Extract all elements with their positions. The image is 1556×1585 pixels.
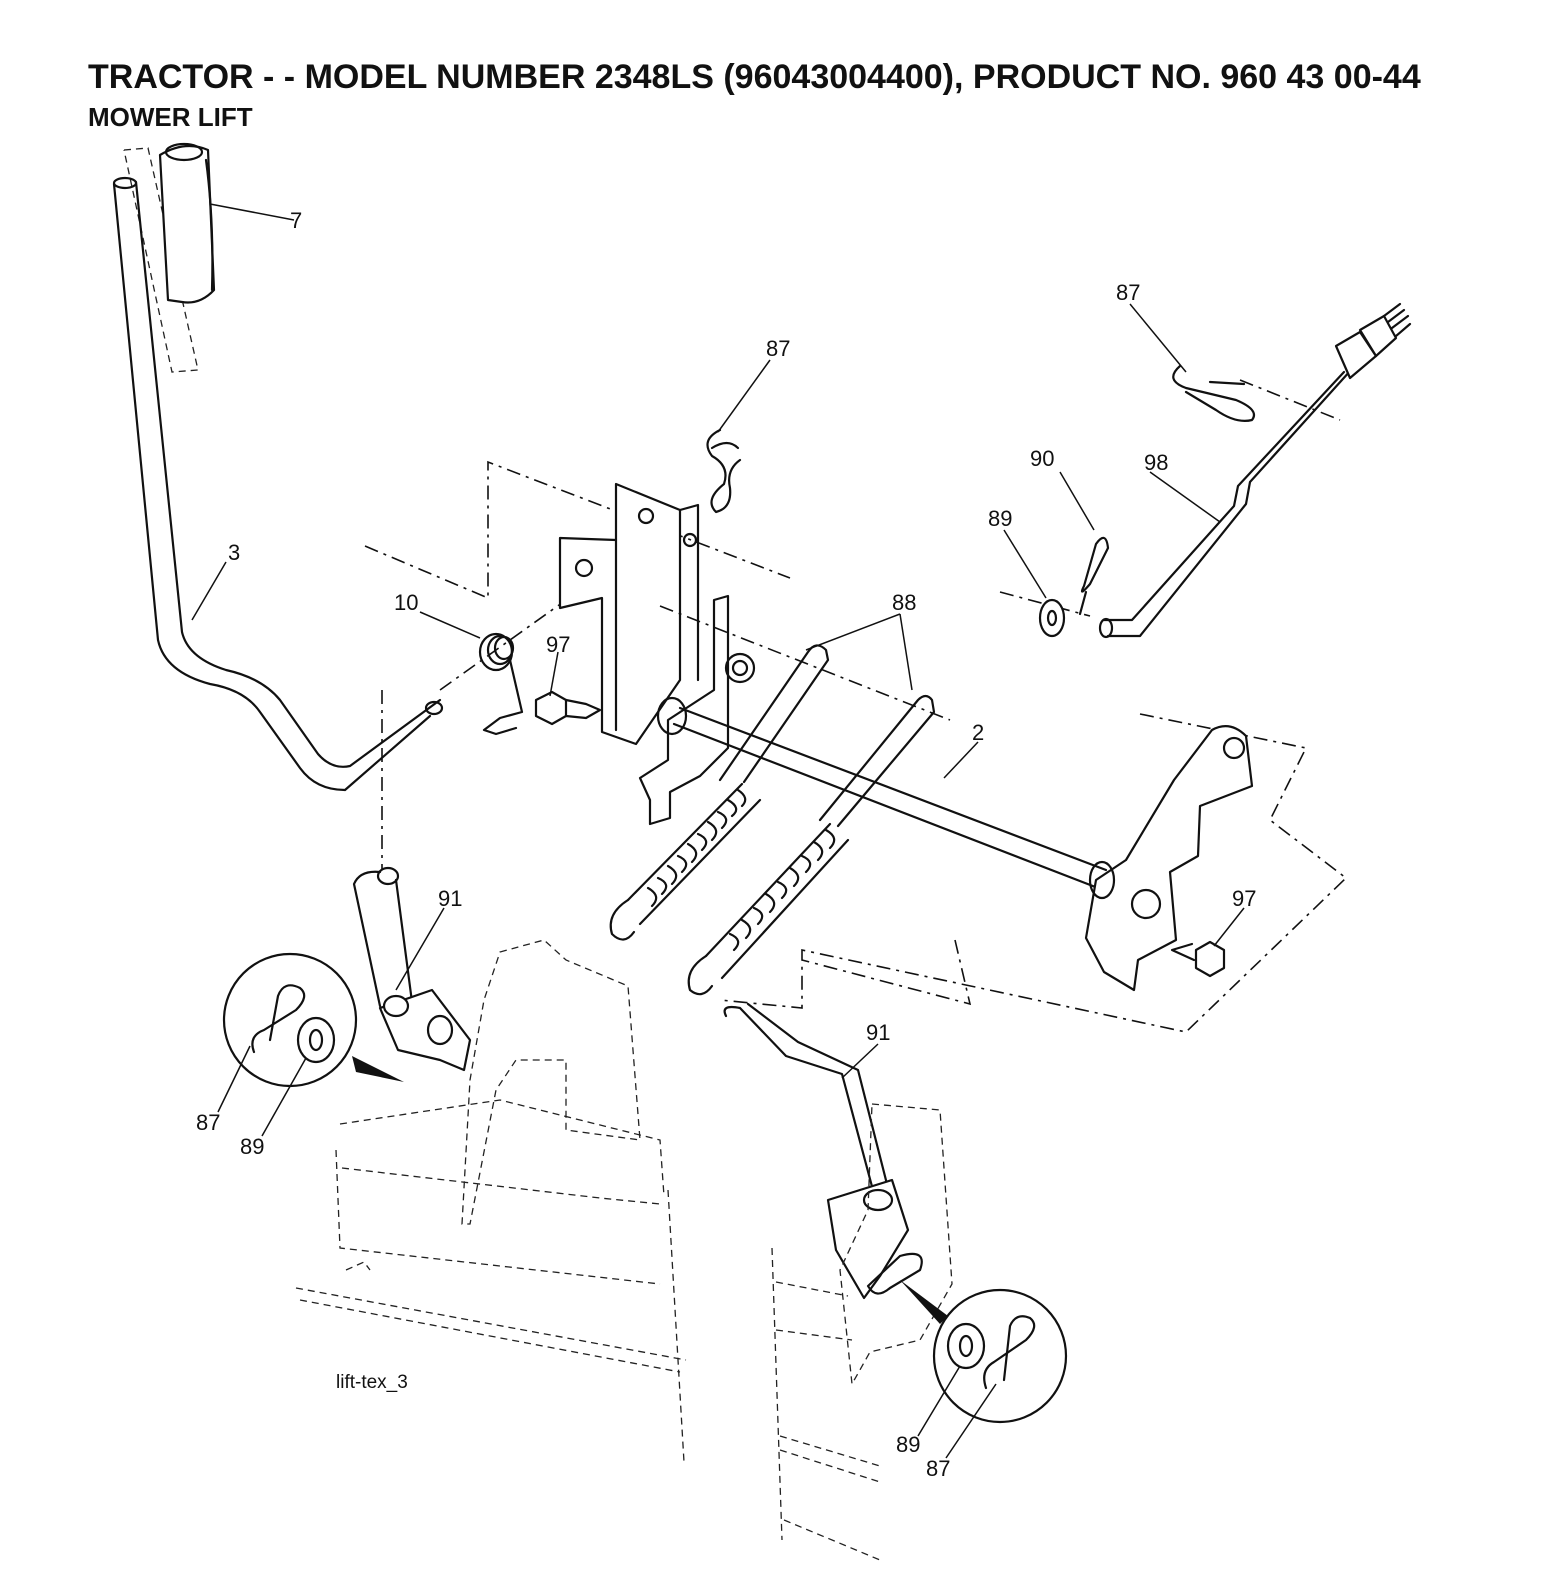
callout-3: 3 xyxy=(228,540,240,565)
section-subtitle: MOWER LIFT xyxy=(88,102,253,132)
hairpin-clip-top xyxy=(706,428,742,514)
callout-89-detail-right: 89 xyxy=(896,1432,920,1457)
spring-right-coil xyxy=(687,822,850,996)
lift-link-left xyxy=(352,690,472,1072)
bolt-right xyxy=(1170,940,1226,978)
bolt-left xyxy=(534,690,602,726)
spring-left-coil xyxy=(609,782,762,941)
page-title: TRACTOR - - MODEL NUMBER 2348LS (9604300… xyxy=(88,58,1421,96)
washer-top-right xyxy=(1038,598,1066,638)
hairpin-clip-top-right xyxy=(1172,364,1256,422)
callout-89-top-right: 89 xyxy=(988,506,1012,531)
mower-deck-left-ghost xyxy=(295,939,687,1463)
lift-handle-rod xyxy=(112,176,444,792)
adjustment-rod xyxy=(999,302,1412,639)
callout-87-top-right: 87 xyxy=(1116,280,1140,305)
callout-91-left: 91 xyxy=(438,886,462,911)
callout-88: 88 xyxy=(892,590,916,615)
right-bracket xyxy=(719,713,1348,1033)
callout-90: 90 xyxy=(1030,446,1054,471)
callout-89-detail-left: 89 xyxy=(240,1134,264,1159)
callout-87-detail-left: 87 xyxy=(196,1110,220,1135)
extension-springs xyxy=(609,644,936,996)
handle-grip xyxy=(123,142,216,373)
callout-87-top: 87 xyxy=(766,336,790,361)
callout-10: 10 xyxy=(394,590,418,615)
drawing-reference: lift-tex_3 xyxy=(336,1372,408,1393)
mower-deck-right-ghost xyxy=(771,1103,953,1561)
callout-97-left: 97 xyxy=(546,632,570,657)
callout-98: 98 xyxy=(1144,450,1168,475)
callout-2: 2 xyxy=(972,720,984,745)
callout-labels: 7 3 10 97 87 88 2 87 90 98 89 97 91 91 8… xyxy=(196,208,1256,1481)
torsion-spring xyxy=(478,632,524,736)
callout-97-right: 97 xyxy=(1232,886,1256,911)
cotter-pin xyxy=(1078,536,1110,616)
detail-circle-left xyxy=(222,952,404,1088)
leader-lines xyxy=(191,203,1245,1459)
callout-91-right: 91 xyxy=(866,1020,890,1045)
detail-circle-right xyxy=(900,1280,1068,1424)
callout-7: 7 xyxy=(290,208,302,233)
callout-87-detail-right: 87 xyxy=(926,1456,950,1481)
lift-link-right xyxy=(723,1002,923,1300)
